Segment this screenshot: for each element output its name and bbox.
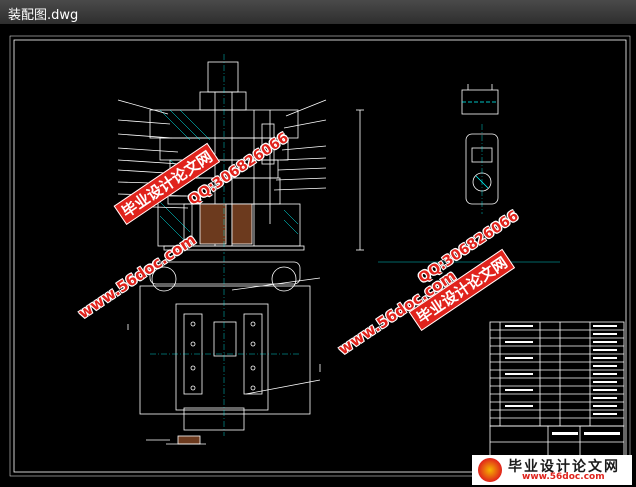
plan-view <box>127 261 321 431</box>
cad-drawing <box>9 35 631 477</box>
drawing-border <box>13 39 627 473</box>
site-logo: 毕业设计论文网 www.56doc.com <box>472 455 632 485</box>
sheet-border <box>9 35 631 477</box>
window-title: 装配图.dwg <box>8 8 79 23</box>
part-detail-b <box>465 124 499 214</box>
site-logo-name: 毕业设计论文网 <box>508 459 620 475</box>
site-logo-icon <box>478 458 502 482</box>
window-titlebar: 装配图.dwg <box>0 0 636 25</box>
parts-list-text <box>505 325 620 435</box>
site-logo-url: www.56doc.com <box>522 472 605 482</box>
part-detail-a <box>461 84 499 115</box>
parts-list <box>489 321 625 427</box>
surface-symbol <box>146 435 206 445</box>
section-view <box>117 61 364 251</box>
drawing-canvas[interactable]: 毕业设计论文网 QQ:306826066 www.56doc.com www.5… <box>0 24 636 487</box>
